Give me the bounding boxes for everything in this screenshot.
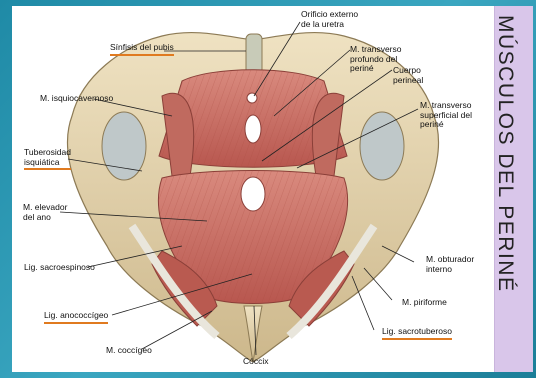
label-isquiocavernoso: M. isquiocavernoso: [40, 94, 113, 104]
label-transverso-superficial: M. transverso superficial del periné: [420, 101, 472, 130]
label-sacrotuberoso: Lig. sacrotuberoso: [382, 327, 452, 340]
anal-orifice: [241, 177, 265, 211]
label-coccix: Cóccix: [243, 357, 269, 367]
vaginal-orifice: [245, 115, 261, 143]
pubic-symphysis: [246, 34, 262, 74]
right-obturator-foramen: [360, 112, 404, 180]
label-cuerpo-perineal: Cuerpo perineal: [393, 66, 423, 85]
label-anococcigeo: Lig. anococcígeo: [44, 311, 108, 324]
label-elevador-ano: M. elevador del ano: [23, 203, 67, 222]
label-orificio-externo-uretra: Orificio externo de la uretra: [301, 10, 358, 29]
slide-title: MÚSCULOS DEL PERINÉ: [493, 15, 517, 292]
label-coccigeo: M. coccígeo: [106, 346, 152, 356]
label-piriforme: M. piriforme: [402, 298, 447, 308]
label-sacroespinoso: Lig. sacroespinoso: [24, 263, 95, 273]
left-obturator-foramen: [102, 112, 146, 180]
label-sinfisis-pubis: Sínfisis del pubis: [110, 43, 174, 56]
label-obturador-interno: M. obturador interno: [426, 255, 474, 274]
label-tuberosidad-isquiatica: Tuberosidad isquiática: [24, 148, 71, 170]
urethral-orifice: [247, 93, 257, 103]
